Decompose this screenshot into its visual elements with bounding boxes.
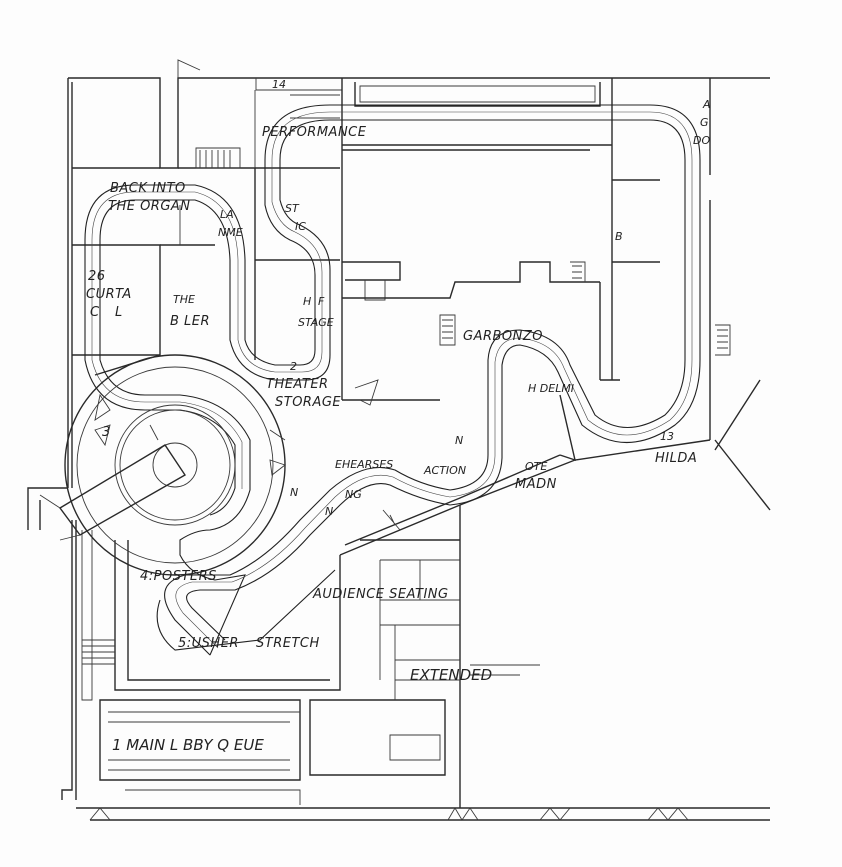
label-nme: NME bbox=[218, 226, 243, 239]
label-the: THE bbox=[173, 293, 195, 306]
label-hilda: HILDA bbox=[655, 451, 697, 466]
label-agdo-do: DO bbox=[693, 134, 710, 147]
label-ehearses: EHEARSES bbox=[335, 458, 393, 471]
label-audience-seating: AUDIENCE SEATING bbox=[312, 587, 449, 602]
label-f: F bbox=[318, 295, 325, 308]
label-hdelmi: H DELMI bbox=[528, 382, 574, 395]
label-l: L bbox=[115, 305, 123, 320]
label-agdo-g: G bbox=[700, 116, 709, 129]
label-performance: PERFORMANCE bbox=[262, 125, 367, 140]
label-26: 26 bbox=[88, 269, 106, 284]
outer-walls bbox=[27, 59, 771, 821]
label-posters: 4:POSTERS bbox=[140, 569, 217, 584]
queue-track bbox=[84, 104, 701, 656]
label-nng2: NG bbox=[345, 488, 362, 501]
label-14: 14 bbox=[272, 78, 286, 91]
label-13: 13 bbox=[660, 430, 674, 443]
label-curta: CURTA bbox=[86, 287, 132, 302]
label-st: ST bbox=[285, 202, 300, 215]
label-nng3: N bbox=[325, 505, 333, 518]
label-n: N bbox=[455, 434, 463, 447]
label-usher: 5:USHER bbox=[178, 636, 239, 651]
label-madn: MADN bbox=[515, 477, 557, 492]
label-main-lobby-queue: 1 MAIN L BBY Q EUE bbox=[112, 736, 264, 754]
label-la: LA bbox=[220, 208, 234, 221]
label-2: 2 bbox=[290, 360, 297, 373]
label-bler: B LER bbox=[170, 314, 210, 329]
label-h: H bbox=[303, 295, 311, 308]
label-c: C bbox=[90, 305, 100, 320]
label-extended: EXTENDED bbox=[410, 666, 492, 684]
label-storage: STORAGE bbox=[275, 395, 341, 410]
label-back-into: BACK INTO bbox=[110, 181, 186, 196]
labels: 14 PERFORMANCE A G DO BACK INTO THE ORGA… bbox=[86, 78, 711, 754]
label-ic: IC bbox=[295, 220, 306, 233]
label-action: ACTION bbox=[423, 464, 466, 477]
label-the-organ: THE ORGAN bbox=[108, 199, 191, 214]
interior-walls bbox=[72, 90, 731, 808]
label-ote: OTE bbox=[525, 460, 547, 473]
label-b: B bbox=[615, 230, 623, 243]
label-agdo-a: A bbox=[702, 98, 711, 111]
label-garbonzo: GARBONZO bbox=[463, 329, 543, 344]
label-stage: STAGE bbox=[298, 316, 334, 329]
label-theater: THEATER bbox=[266, 377, 329, 392]
label-nng1: N bbox=[290, 486, 298, 499]
label-stretch: STRETCH bbox=[256, 636, 320, 651]
circular-area bbox=[39, 354, 286, 576]
label-3: 3 bbox=[102, 425, 111, 440]
